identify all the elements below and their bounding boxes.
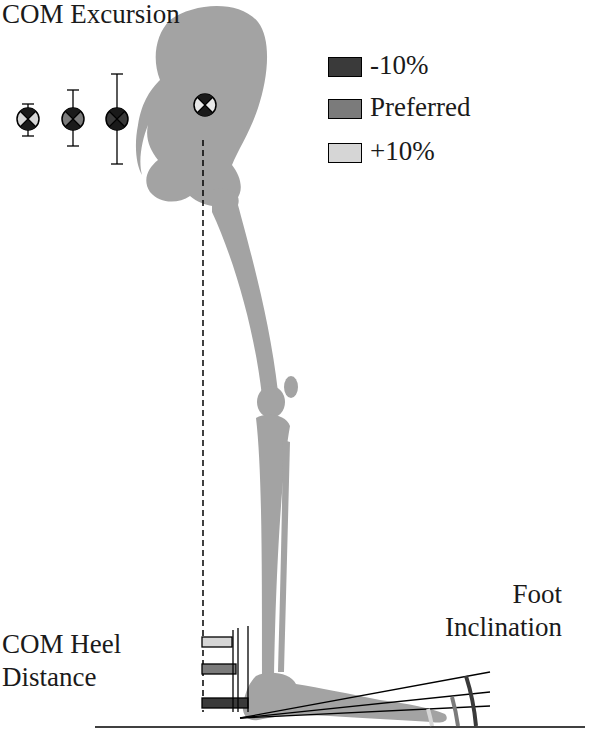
legend-text: Preferred — [370, 91, 470, 124]
figure-heading: COM Excursion — [2, 0, 282, 31]
legend-text: +10% — [370, 135, 435, 168]
legend-row: -10% — [328, 53, 588, 83]
legend-row: +10% — [328, 139, 588, 169]
measure-label: Foot Inclination — [412, 578, 562, 644]
measure-label: COM Heel Distance — [2, 628, 122, 694]
com-symbol — [106, 108, 128, 130]
legend-swatch — [328, 99, 362, 119]
com-symbol — [62, 108, 84, 130]
com-symbol — [194, 94, 216, 116]
com-symbol — [17, 108, 39, 130]
legend-row: Preferred — [328, 95, 588, 125]
legend-swatch — [328, 143, 362, 163]
legend-swatch — [328, 57, 362, 77]
legend-text: -10% — [370, 49, 428, 82]
